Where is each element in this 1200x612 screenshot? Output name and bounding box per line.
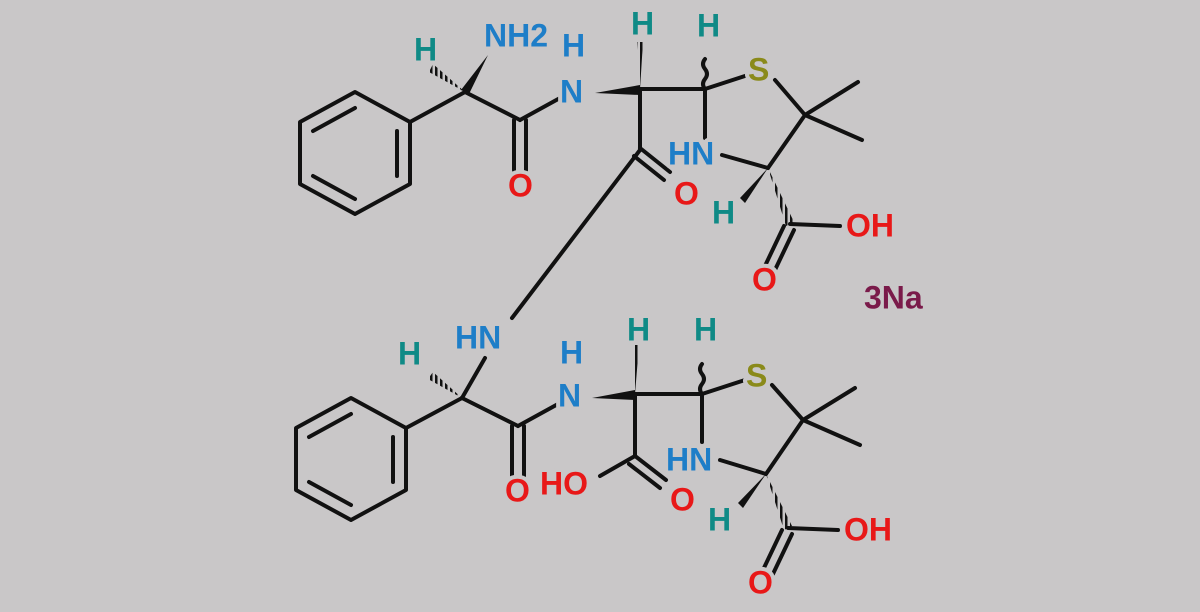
atom-labels: H NH2 H N O H H S HN O H OH O 3Na HN H H… bbox=[394, 1, 927, 604]
top-alpha-hydrogen-label: H bbox=[414, 31, 437, 67]
bottom-c6-hydrogen-label: H bbox=[627, 311, 650, 347]
top-amide-oxygen-label: O bbox=[508, 167, 533, 203]
top-ring-nh-label: HN bbox=[668, 135, 714, 171]
hash-bond bbox=[429, 64, 465, 92]
wavy-bond bbox=[701, 57, 709, 91]
bottom-linker-nh-label: HN bbox=[455, 319, 501, 355]
top-amide-hydrogen-label: H bbox=[562, 27, 585, 63]
hash-bond bbox=[768, 168, 794, 226]
sodium-counterion-label: 3Na bbox=[864, 279, 923, 315]
top-core-bonds bbox=[595, 42, 864, 274]
top-amide-nitrogen-label: N bbox=[560, 73, 583, 109]
bottom-carboxyl-oh-label: OH bbox=[844, 511, 892, 547]
top-sidechain-bonds bbox=[408, 55, 562, 172]
amine-label: NH2 bbox=[484, 17, 548, 53]
wedge-bond bbox=[595, 85, 640, 95]
wedge-bond bbox=[738, 474, 766, 508]
top-carboxyl-oxygen-label: O bbox=[752, 261, 777, 297]
bottom-amide-oxygen-label: O bbox=[505, 472, 530, 508]
linker-bond bbox=[510, 148, 642, 320]
wedge-bond bbox=[461, 55, 488, 94]
wedge-bond bbox=[592, 390, 635, 400]
bottom-ring-nh-label: HN bbox=[666, 441, 712, 477]
top-c6-hydrogen-label: H bbox=[631, 5, 654, 41]
hash-bond bbox=[637, 42, 643, 89]
top-c3-hydrogen-label: H bbox=[712, 194, 735, 230]
hash-bond bbox=[766, 474, 792, 530]
top-linker-oxygen-label: O bbox=[674, 175, 699, 211]
bottom-acid-oxygen-label: O bbox=[670, 481, 695, 517]
bottom-acid-ho-label: HO bbox=[540, 465, 588, 501]
bottom-carboxyl-oxygen-label: O bbox=[748, 564, 773, 600]
wavy-bond bbox=[698, 362, 706, 396]
bottom-amide-nitrogen-label: N bbox=[558, 377, 581, 413]
hash-bond bbox=[633, 345, 639, 394]
bottom-phenyl-ring bbox=[294, 396, 408, 522]
bottom-c5-hydrogen-label: H bbox=[694, 311, 717, 347]
bottom-sulfur-label: S bbox=[746, 357, 767, 393]
bottom-core-bonds bbox=[592, 345, 862, 578]
bottom-amide-hydrogen-label: H bbox=[560, 334, 583, 370]
wedge-bond bbox=[740, 168, 768, 203]
top-sulfur-label: S bbox=[748, 51, 769, 87]
top-phenyl-ring bbox=[298, 90, 412, 216]
hash-bond bbox=[428, 372, 462, 398]
top-carboxyl-oh-label: OH bbox=[846, 207, 894, 243]
bottom-c3-hydrogen-label: H bbox=[708, 501, 731, 537]
bottom-sidechain-bonds bbox=[404, 356, 560, 478]
top-c5-hydrogen-label: H bbox=[697, 7, 720, 43]
bottom-alpha-hydrogen-label: H bbox=[398, 335, 421, 371]
